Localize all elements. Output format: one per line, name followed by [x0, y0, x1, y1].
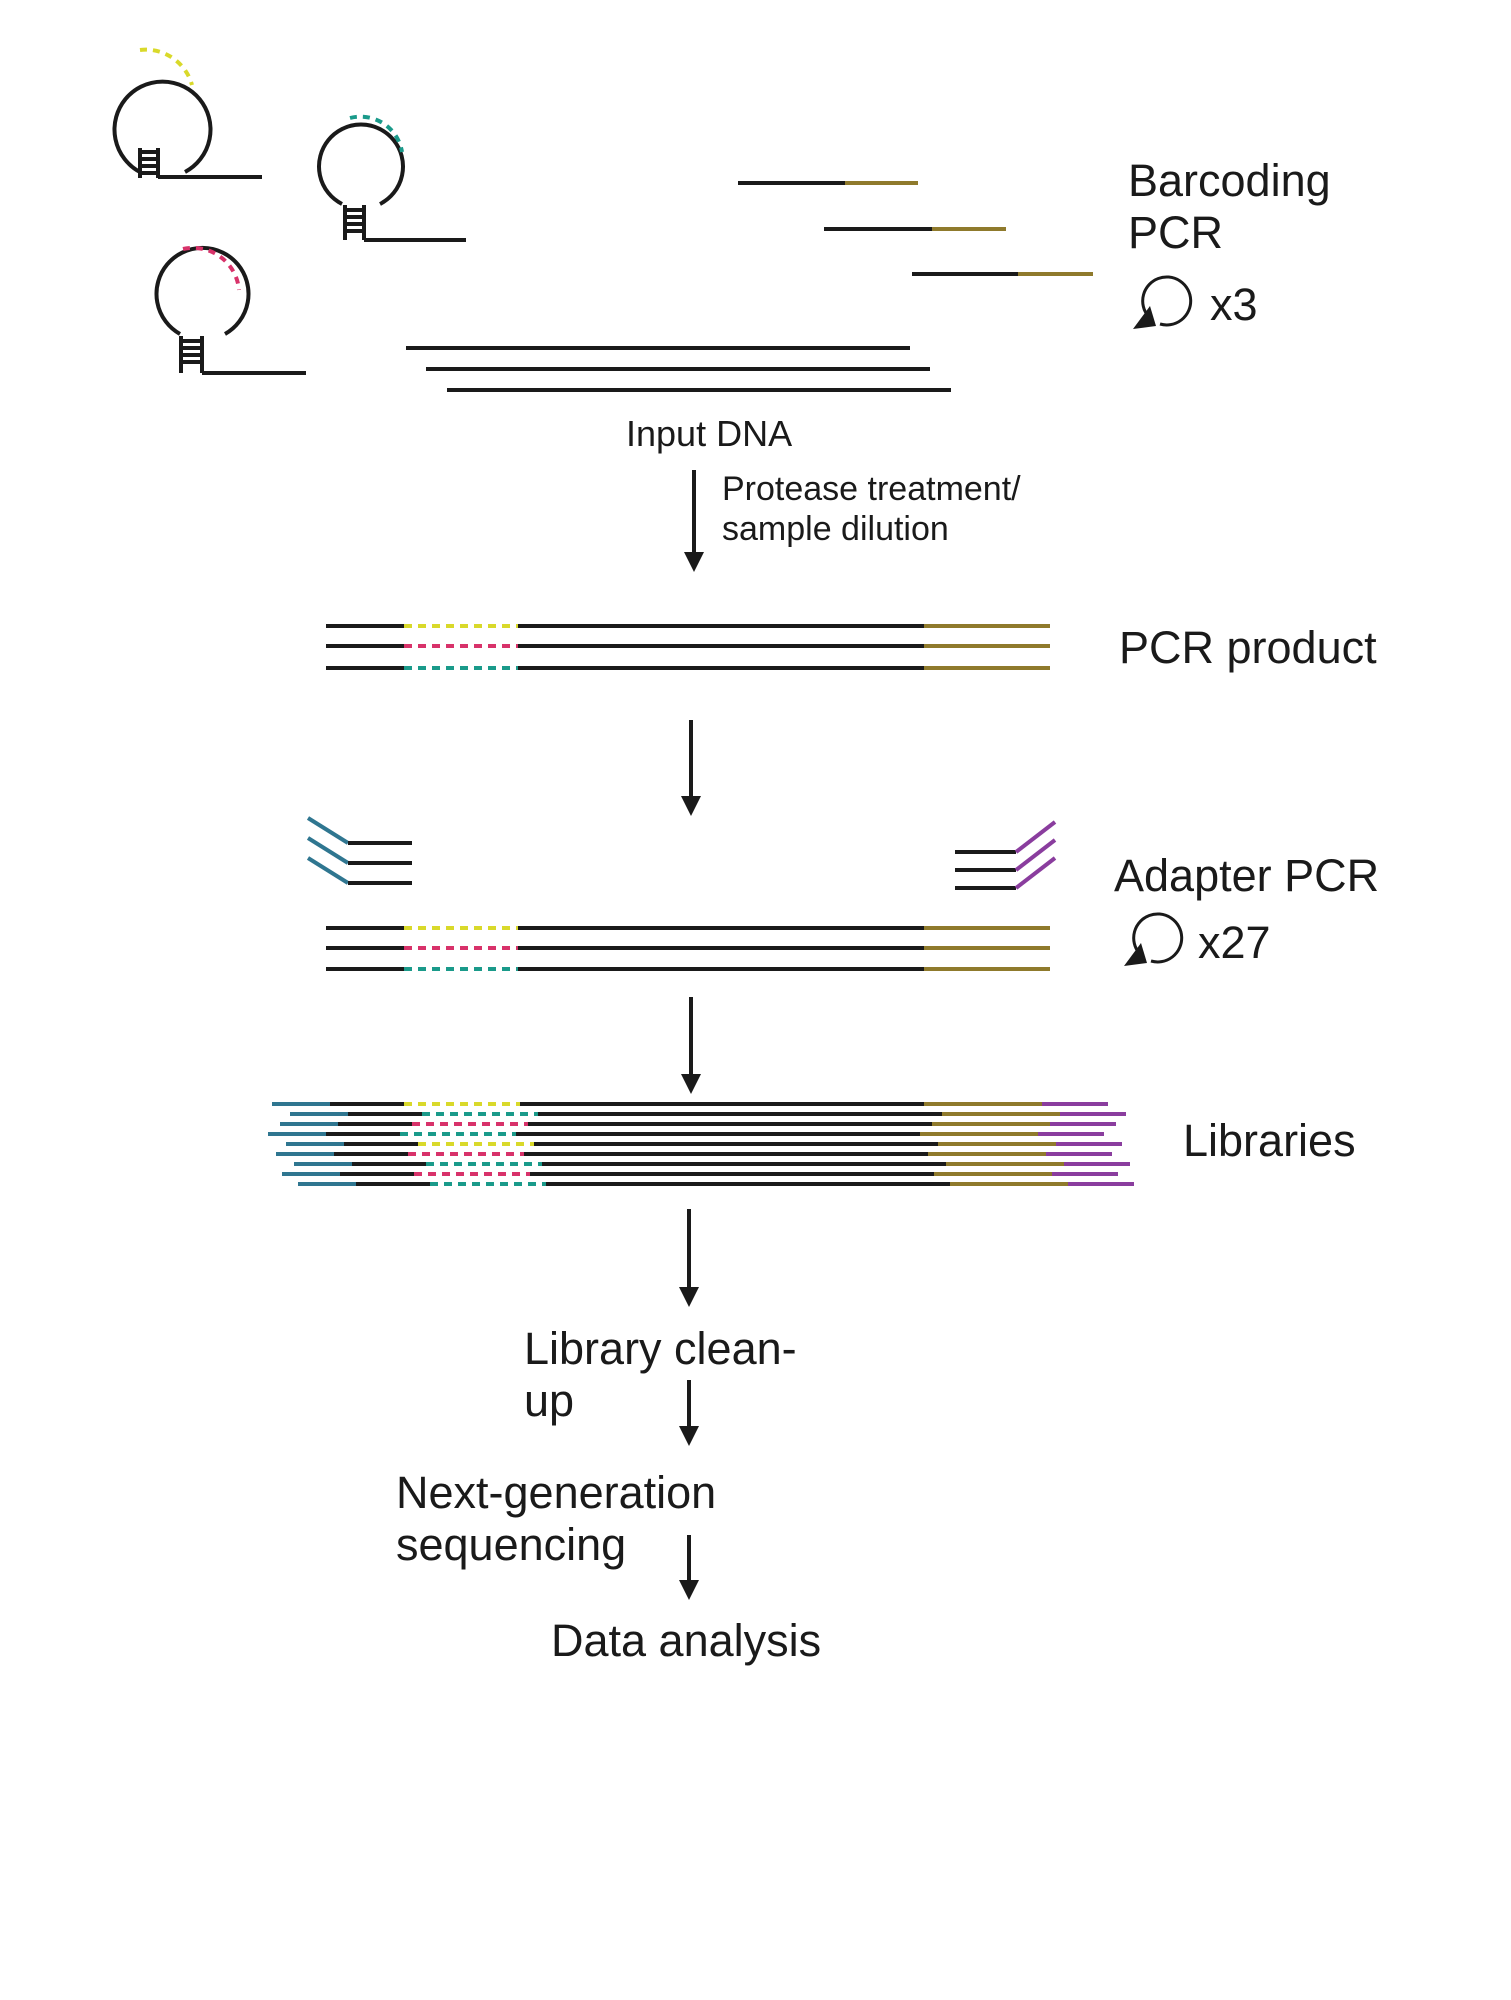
pcr-product-strands — [326, 624, 1050, 670]
barcode-loop-teal — [349, 114, 404, 153]
barcoding-cycle-count: x3 — [1210, 279, 1258, 330]
barcoding-label-line1: Barcoding — [1128, 155, 1331, 206]
hairpin-primer-yellow — [112, 47, 262, 179]
hairpin-primer-teal — [317, 114, 466, 242]
library-strands — [268, 1102, 1134, 1186]
barcode-loop-pink — [182, 245, 241, 291]
input-dna-strands — [406, 346, 951, 392]
hairpin-primer-pink — [154, 245, 306, 375]
adapter-template-strands — [326, 926, 1050, 971]
ngs-label-line2: sequencing — [396, 1519, 626, 1570]
data-analysis-label: Data analysis — [551, 1615, 821, 1666]
libraries-label: Libraries — [1183, 1115, 1356, 1166]
protease-label-line1: Protease treatment/ — [722, 470, 1021, 508]
ngs-label-line1: Next-generation — [396, 1467, 716, 1518]
cycle-arrow-icon — [1133, 275, 1193, 329]
cycle-arrow-icon — [1124, 912, 1184, 966]
barcode-loop-yellow — [139, 47, 194, 86]
adapter-cycle-count: x27 — [1198, 917, 1271, 968]
cleanup-label-line1: Library clean- — [524, 1323, 797, 1374]
pcr-product-label: PCR product — [1119, 622, 1377, 673]
adapter-primers-right — [955, 820, 1057, 890]
cleanup-label-line2: up — [524, 1375, 574, 1426]
barcoding-label-line2: PCR — [1128, 207, 1223, 258]
adapter-primers-left — [306, 816, 412, 885]
input-dna-label: Input DNA — [626, 413, 792, 454]
adapter-pcr-label: Adapter PCR — [1114, 850, 1379, 901]
reverse-primers — [738, 181, 1093, 276]
protease-label-line2: sample dilution — [722, 510, 949, 548]
